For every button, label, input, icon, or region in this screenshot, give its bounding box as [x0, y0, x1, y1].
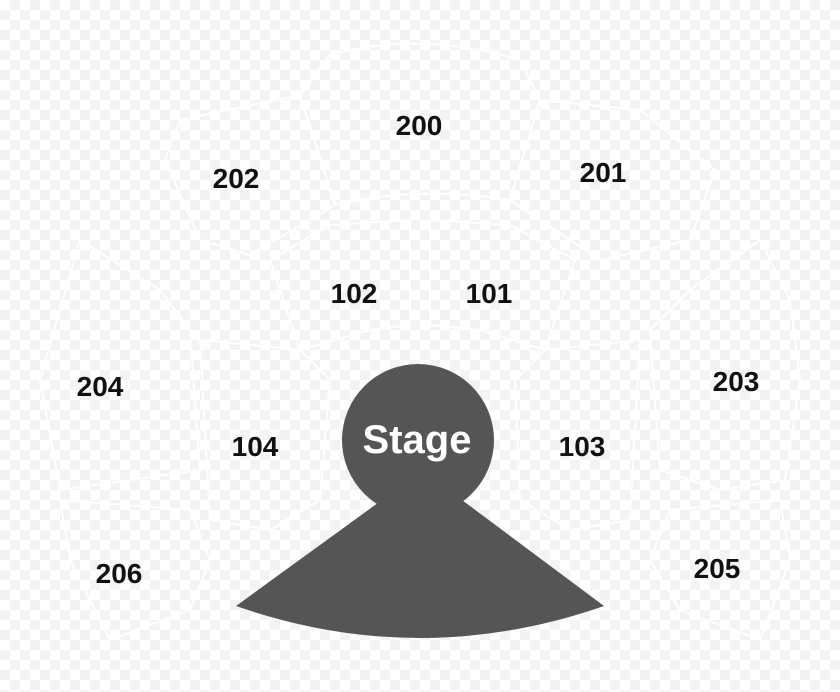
outline-section-202 [164, 94, 336, 256]
section-203-label[interactable]: 203 [712, 366, 760, 397]
section-103-label[interactable]: 103 [558, 431, 606, 462]
outline-section-204 [39, 239, 201, 491]
section-102-label[interactable]: 102 [330, 278, 378, 309]
outline-section-205 [649, 499, 791, 641]
outline-section-206 [59, 499, 211, 641]
section-205-label[interactable]: 205 [693, 553, 741, 584]
section-outlines [39, 42, 801, 641]
outline-section-103 [514, 339, 641, 531]
section-200-label[interactable]: 200 [395, 110, 443, 141]
stage-wedge [236, 500, 604, 638]
stage [236, 364, 604, 638]
outline-section-104 [199, 339, 331, 531]
section-202-label[interactable]: 202 [212, 163, 260, 194]
section-204-label[interactable]: 204 [76, 371, 124, 402]
outline-section-203 [649, 239, 801, 491]
section-206-label[interactable]: 206 [95, 558, 143, 589]
stage-label: Stage [362, 418, 472, 462]
outline-section-201 [509, 99, 716, 261]
stage-circle [342, 364, 494, 516]
section-101-label[interactable]: 101 [465, 278, 513, 309]
section-201-label[interactable]: 201 [579, 157, 627, 188]
section-104-label[interactable]: 104 [231, 431, 279, 462]
